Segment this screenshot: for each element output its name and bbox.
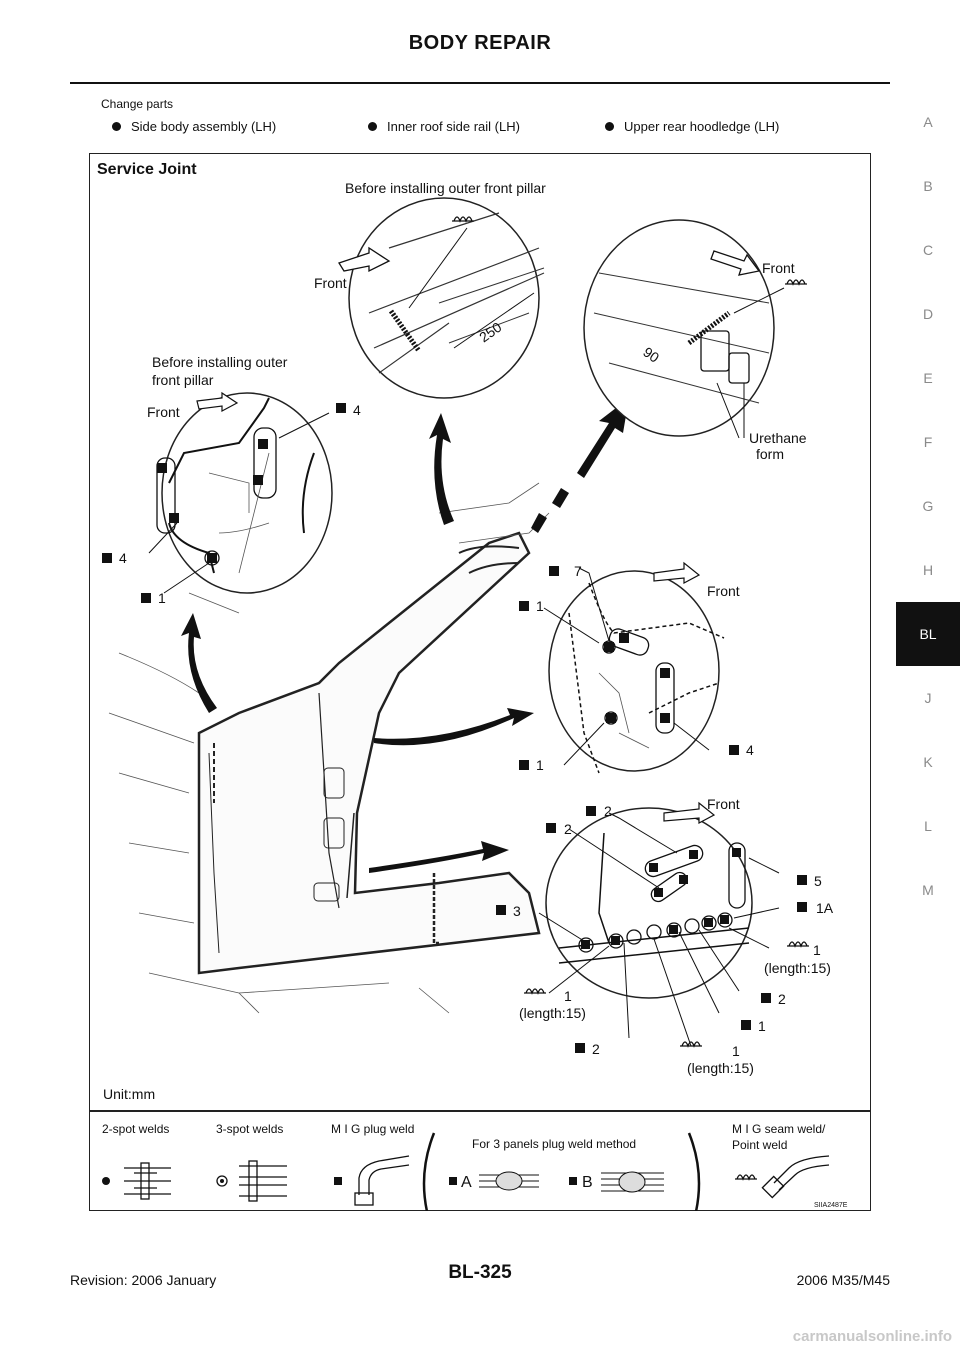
urethane-label: Urethane	[749, 430, 807, 446]
direction-arrows	[181, 398, 629, 873]
tab-d[interactable]: D	[922, 306, 934, 322]
legend-mig-seam: M I G seam weld/	[732, 1122, 826, 1136]
tab-l[interactable]: L	[924, 818, 932, 834]
tab-b[interactable]: B	[923, 178, 933, 194]
change-part-item: Side body assembly (LH)	[112, 119, 276, 134]
spot-weld-icon	[102, 1177, 110, 1185]
right-middle-detail	[519, 561, 739, 774]
page-title: BODY REPAIR	[408, 32, 552, 54]
callout-k: 5	[814, 873, 822, 889]
legend-three-spot: 3-spot welds	[216, 1122, 283, 1136]
plug-weld-b-icon	[569, 1177, 577, 1185]
left-detail	[102, 391, 346, 614]
tab-c[interactable]: C	[922, 242, 934, 258]
change-part-item: Upper rear hoodledge (LH)	[605, 119, 779, 134]
callout-b: 4	[119, 550, 127, 566]
front-label-left: Front	[147, 404, 180, 420]
tab-e[interactable]: E	[923, 370, 933, 386]
legend-two-spot: 2-spot welds	[102, 1122, 169, 1136]
tab-k[interactable]: K	[923, 754, 933, 770]
weld-legend: 2-spot welds 3-spot welds M I G plug wel…	[102, 1122, 848, 1211]
left-detail-title: Before installing outer	[152, 354, 288, 370]
mig-seam-torch-icon	[761, 1155, 830, 1199]
legend-three-panels: For 3 panels plug weld method	[472, 1137, 636, 1151]
page-number: BL-325	[448, 1262, 512, 1283]
callout-p: 1	[758, 1018, 766, 1034]
tab-g[interactable]: G	[922, 498, 934, 514]
top-left-detail	[338, 197, 545, 399]
callout-r: 1	[732, 1043, 740, 1059]
urethane-label-2: form	[756, 446, 784, 462]
three-spot-weld-icon	[239, 1160, 287, 1202]
callout-o: 2	[778, 991, 786, 1007]
tab-m[interactable]: M	[922, 882, 934, 898]
figure-heading: Service Joint	[97, 161, 197, 178]
plug-weld-b-diagram	[601, 1171, 664, 1193]
bullet-icon	[605, 122, 614, 132]
callout-m: 1	[813, 942, 821, 958]
tab-f[interactable]: F	[923, 434, 933, 450]
figure-code: SIIA2487E	[814, 1202, 848, 1209]
callout-g: 4	[746, 742, 754, 758]
section-tabs: A B C D E F G H BL J K L M	[896, 90, 960, 922]
callout-m-length: (length:15)	[764, 960, 831, 976]
front-label-bottom: Front	[707, 796, 740, 812]
spot-weld-ring-icon	[216, 1175, 228, 1187]
model-label: 2006 M35/M45	[796, 1272, 890, 1288]
callout-d: 7	[574, 563, 582, 579]
tab-h[interactable]: H	[922, 562, 934, 578]
callout-e: 1	[536, 598, 544, 614]
left-paren	[422, 1132, 436, 1211]
plug-weld-square-icon	[334, 1177, 342, 1185]
mig-plug-torch-icon	[354, 1155, 410, 1206]
watermark: carmanualsonline.info	[792, 1328, 952, 1345]
callout-f: 1	[536, 757, 544, 773]
body-structure	[108, 482, 550, 1014]
plug-weld-a-diagram	[479, 1171, 539, 1191]
front-label-right: Front	[762, 260, 795, 276]
callout-n: 1	[564, 988, 572, 1004]
right-paren	[687, 1132, 701, 1211]
callout-a: 4	[353, 402, 361, 418]
legend-b: B	[582, 1174, 593, 1191]
change-part-item: Inner roof side rail (LH)	[368, 119, 520, 134]
legend-mig-plug: M I G plug weld	[331, 1122, 414, 1136]
tab-j[interactable]: J	[924, 690, 932, 706]
revision-date: Revision: 2006 January	[70, 1272, 217, 1288]
callout-i: 2	[564, 821, 572, 837]
figure-frame	[89, 153, 871, 1211]
callout-n-length: (length:15)	[519, 1005, 586, 1021]
unit-label: Unit:mm	[103, 1086, 155, 1102]
legend-divider	[89, 1110, 871, 1112]
tab-a[interactable]: A	[923, 114, 933, 130]
title-rule	[70, 82, 890, 84]
front-label-mid: Front	[707, 583, 740, 599]
bullet-icon	[368, 122, 377, 132]
legend-point-weld: Point weld	[732, 1138, 787, 1152]
callout-r-length: (length:15)	[687, 1060, 754, 1076]
callout-l: 1A	[816, 900, 834, 916]
top-right-detail	[583, 219, 808, 439]
tab-bl[interactable]: BL	[896, 602, 960, 666]
bottom-right-detail	[496, 801, 810, 1053]
legend-a: A	[461, 1174, 472, 1191]
bullet-icon	[112, 122, 121, 132]
two-spot-weld-icon	[124, 1162, 171, 1200]
change-parts-label: Change parts	[101, 97, 174, 111]
callout-j: 3	[513, 903, 521, 919]
top-detail-title: Before installing outer front pillar	[345, 180, 546, 196]
service-joint-diagram: Service Joint Before installing outer fr…	[97, 161, 848, 1211]
callout-q: 2	[592, 1041, 600, 1057]
plug-weld-a-icon	[449, 1177, 457, 1185]
front-label-top: Front	[314, 275, 347, 291]
callout-c: 1	[158, 590, 166, 606]
left-detail-title-2: front pillar	[152, 372, 214, 388]
callout-h: 2	[604, 803, 612, 819]
